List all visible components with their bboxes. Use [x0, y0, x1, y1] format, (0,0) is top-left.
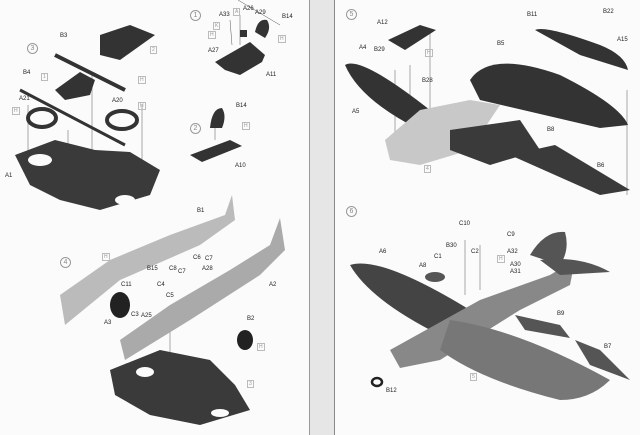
ref-mark: H — [12, 107, 20, 115]
part-label: C5 — [166, 293, 174, 299]
ref-mark: H — [138, 102, 146, 110]
part-label: A26 — [243, 6, 254, 12]
part-label: C8 — [169, 266, 177, 272]
part-label: A32 — [507, 249, 518, 255]
step2-parts — [190, 108, 242, 162]
part-label: C7 — [205, 256, 213, 262]
ref-mark: H — [257, 343, 265, 351]
ref-mark: H — [497, 255, 505, 263]
part-label: A6 — [379, 249, 387, 255]
part-label: A31 — [510, 269, 521, 275]
ref-mark: A — [233, 8, 241, 16]
part-label: A12 — [377, 20, 388, 26]
step6-parts — [350, 231, 630, 400]
part-label: B9 — [557, 311, 565, 317]
part-label: C6 — [193, 255, 201, 261]
part-label: A30 — [510, 262, 521, 268]
part-label: A2 — [269, 282, 277, 288]
part-label: A29 — [255, 10, 266, 16]
part-label: B22 — [603, 9, 614, 15]
part-label: B2 — [247, 316, 255, 322]
part-label: A33 — [219, 12, 230, 18]
part-label: A25 — [141, 313, 152, 319]
part-label: A1 — [5, 173, 13, 179]
part-label: C2 — [471, 249, 479, 255]
step-1-number: 1 — [190, 10, 201, 21]
step3-parts — [15, 25, 160, 210]
part-label: C9 — [507, 232, 515, 238]
part-label: C3 — [131, 312, 139, 318]
part-label: B1 — [197, 208, 205, 214]
part-label: B14 — [282, 14, 293, 20]
part-label: B12 — [386, 388, 397, 394]
part-label: B14 — [236, 103, 247, 109]
part-label: A8 — [419, 263, 427, 269]
part-label: C1 — [434, 254, 442, 260]
part-label: A5 — [352, 109, 360, 115]
part-label: C4 — [157, 282, 165, 288]
part-label: B6 — [597, 163, 605, 169]
ref-mark: H — [208, 31, 216, 39]
part-label: A21 — [19, 96, 30, 102]
part-label: B11 — [527, 12, 538, 18]
ref-mark: 3 — [247, 380, 254, 388]
ref-mark: 1 — [41, 73, 48, 81]
part-label: B5 — [497, 41, 505, 47]
part-label: C11 — [121, 282, 132, 288]
part-label: B30 — [446, 243, 457, 249]
ref-mark: 4 — [424, 165, 431, 173]
part-label: A4 — [359, 45, 367, 51]
ref-mark: 2 — [150, 46, 157, 54]
ref-mark: H — [278, 35, 286, 43]
part-label: B8 — [547, 127, 555, 133]
step1-parts — [215, 19, 270, 75]
part-label: B3 — [60, 33, 68, 39]
part-label: B7 — [604, 344, 612, 350]
step5-parts — [345, 25, 630, 195]
part-label: C7 — [178, 269, 186, 275]
part-label: A20 — [112, 98, 123, 104]
ref-mark: H — [102, 253, 110, 261]
step-4-number: 4 — [60, 257, 71, 268]
part-label: A3 — [104, 320, 112, 326]
part-label: B15 — [147, 266, 158, 272]
ref-mark: H — [425, 49, 433, 57]
part-label: A28 — [202, 266, 213, 272]
step-6-number: 6 — [346, 206, 357, 217]
part-label: B28 — [422, 78, 433, 84]
part-label: A15 — [617, 37, 628, 43]
step-2-number: 2 — [190, 123, 201, 134]
step4-parts — [60, 195, 285, 425]
part-label: A11 — [266, 72, 277, 78]
part-label: A27 — [208, 48, 219, 54]
ref-mark: 5 — [470, 373, 477, 381]
step-3-number: 3 — [27, 43, 38, 54]
part-label: B4 — [23, 70, 31, 76]
step-5-number: 5 — [346, 9, 357, 20]
part-label: B29 — [374, 47, 385, 53]
part-label: A10 — [235, 163, 246, 169]
part-label: C10 — [459, 221, 471, 227]
ref-mark: K — [213, 22, 221, 30]
ref-mark: H — [242, 122, 250, 130]
ref-mark: H — [138, 76, 146, 84]
